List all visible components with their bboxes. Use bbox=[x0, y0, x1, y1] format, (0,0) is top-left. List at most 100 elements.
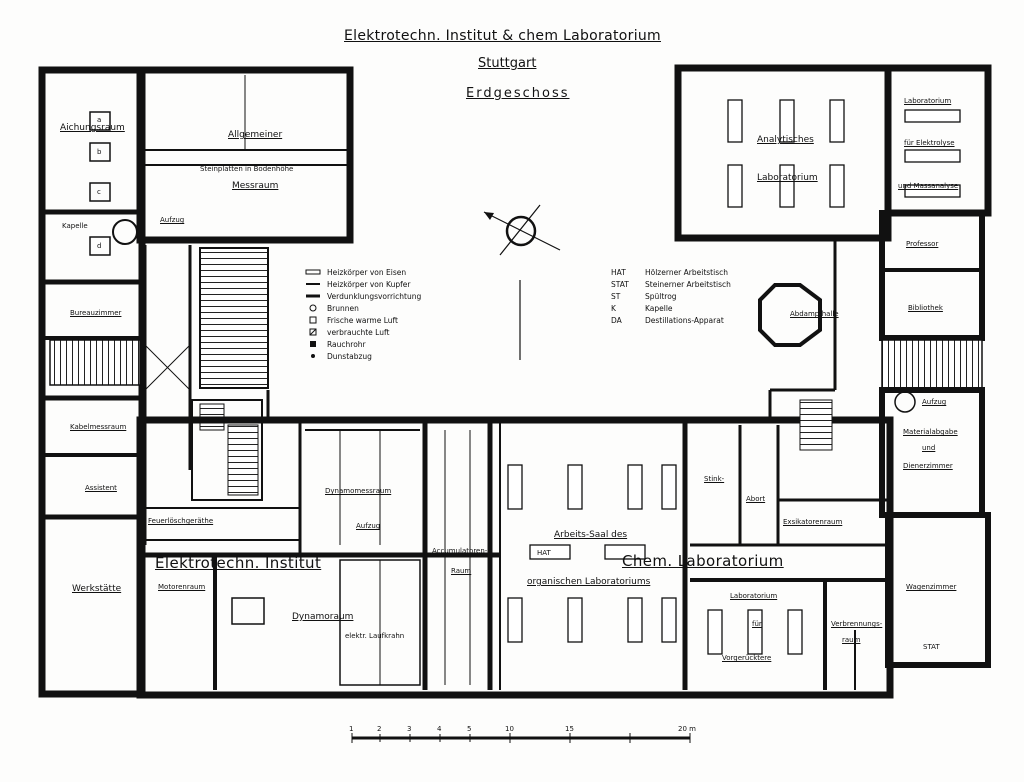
legend-text: Dunstabzug bbox=[327, 351, 372, 361]
legend-text: Brunnen bbox=[327, 303, 359, 313]
legend-row: Rauchrohr bbox=[305, 338, 421, 350]
heater-iron-icon bbox=[305, 268, 321, 276]
room-aichungsraum: Aichungsraum bbox=[60, 123, 125, 133]
scale-tick-label: 15 bbox=[565, 725, 574, 733]
legend-abbr: HAT bbox=[611, 267, 626, 277]
fountain-icon bbox=[305, 304, 321, 312]
room-aufzug-3: Aufzug bbox=[922, 398, 947, 406]
mark-b: b bbox=[97, 148, 102, 156]
legend-text: Destillations-Apparat bbox=[645, 315, 724, 325]
mark-hat: HAT bbox=[537, 549, 551, 557]
flue-icon bbox=[305, 340, 321, 348]
legend-text: Verdunklungsvorrichtung bbox=[327, 291, 422, 301]
left-wing bbox=[38, 66, 354, 698]
legend-text: Rauchrohr bbox=[327, 339, 366, 349]
scale-tick-label: 3 bbox=[407, 725, 412, 733]
legend-text: Heizkörper von Kupfer bbox=[327, 279, 411, 289]
room-aufzug-1: Aufzug bbox=[160, 216, 185, 224]
plan-city: Stuttgart bbox=[478, 56, 537, 71]
room-akku-1: Accumulatoren- bbox=[432, 547, 488, 555]
legend-text: Hölzerner Arbeitstisch bbox=[645, 267, 728, 277]
room-feuerloeschgeraethe: Feuerlöschgeräthe bbox=[148, 517, 214, 525]
plan-floor: Erdgeschoss bbox=[466, 86, 570, 101]
room-akku-2: Raum bbox=[451, 567, 472, 575]
room-dynamoraum: Dynamoraum bbox=[292, 612, 354, 622]
legend-symbols: Heizkörper von Eisen Heizkörper von Kupf… bbox=[305, 266, 421, 362]
vapour-flue-icon bbox=[305, 352, 321, 360]
legend-abbr: ST bbox=[611, 291, 621, 301]
legend-row: Verdunklungsvorrichtung bbox=[305, 290, 421, 302]
legend-abbr: DA bbox=[611, 315, 622, 325]
legend-text: verbrauchte Luft bbox=[327, 327, 390, 337]
room-werkstaette: Werkstätte bbox=[72, 584, 122, 594]
room-abort: Abort bbox=[746, 495, 766, 503]
scale-tick-label: 5 bbox=[467, 725, 472, 733]
scale-tick-label: 1 bbox=[349, 725, 354, 733]
room-allgemeiner: Allgemeiner bbox=[228, 130, 283, 140]
note-steinplatten: Steinplatten in Bodenhöhe bbox=[200, 165, 294, 173]
heater-copper-icon bbox=[305, 280, 321, 288]
legend-row: STAT Steinerner Arbeitstisch bbox=[611, 278, 731, 290]
room-laufkrahn: elektr. Laufkrahn bbox=[345, 632, 405, 640]
legend-text: Frische warme Luft bbox=[327, 315, 398, 325]
room-arbeitssaal-1: Arbeits-Saal des bbox=[554, 530, 628, 540]
mark-a: a bbox=[97, 116, 102, 124]
plan-title: Elektrotechn. Institut & chem Laboratori… bbox=[344, 28, 661, 44]
scale-tick-label: 10 bbox=[505, 725, 514, 733]
left-stair-landing bbox=[49, 339, 141, 386]
legend-text: Steinerner Arbeitstisch bbox=[645, 279, 731, 289]
room-labvorg-2: für bbox=[752, 620, 762, 628]
room-abdampfhalle: Abdampfhalle bbox=[790, 310, 839, 318]
room-motorenraum: Motorenraum bbox=[158, 583, 206, 591]
legend-text: Kapelle bbox=[645, 303, 673, 313]
legend-row: DA Destillations-Apparat bbox=[611, 314, 731, 326]
scale-bar bbox=[351, 733, 691, 743]
room-kabelmessraum: Kabelmessraum bbox=[70, 423, 127, 431]
ventilation-icon bbox=[305, 292, 321, 300]
room-materialabgabe-2: und bbox=[922, 444, 936, 452]
legend-row: ST Spültrog bbox=[611, 290, 731, 302]
section-elektro: Elektrotechn. Institut bbox=[155, 554, 322, 572]
room-messraum: Messraum bbox=[232, 181, 279, 191]
legend-row: Brunnen bbox=[305, 302, 421, 314]
room-labelektro-2: für Elektrolyse bbox=[904, 139, 955, 147]
room-bibliothek: Bibliothek bbox=[908, 304, 943, 312]
legend-row: verbrauchte Luft bbox=[305, 326, 421, 338]
legend-row: Dunstabzug bbox=[305, 350, 421, 362]
legend-row: Frische warme Luft bbox=[305, 314, 421, 326]
room-arbeitssaal-2: organischen Laboratoriums bbox=[527, 577, 651, 587]
legend-row: HAT Hölzerner Arbeitstisch bbox=[611, 266, 731, 278]
lab-benches bbox=[507, 464, 803, 655]
fresh-air-icon bbox=[305, 316, 321, 324]
room-labvorg-3: Vorgerücktere bbox=[722, 654, 772, 662]
legend-abbr: STAT bbox=[611, 279, 629, 289]
room-stinkraum: Stink- bbox=[704, 475, 725, 483]
room-analyt-2: Laboratorium bbox=[757, 173, 818, 183]
legend-row: Heizkörper von Eisen bbox=[305, 266, 421, 278]
room-materialabgabe-3: Dienerzimmer bbox=[903, 462, 953, 470]
room-verbrennungsraum-1: Verbrennungs- bbox=[831, 620, 883, 628]
mark-c: c bbox=[97, 188, 101, 196]
analytical-lab bbox=[674, 64, 892, 242]
mark-stat: STAT bbox=[923, 643, 940, 651]
room-materialabgabe-1: Materialabgabe bbox=[903, 428, 958, 436]
left-wing-outline bbox=[38, 66, 146, 698]
room-labelektro-1: Laboratorium bbox=[904, 97, 952, 105]
room-labelektro-3: und Massanalyse bbox=[898, 182, 959, 190]
room-analyt-1: Analytisches bbox=[757, 135, 814, 145]
scale-tick-label: 4 bbox=[437, 725, 442, 733]
legend-row: Heizkörper von Kupfer bbox=[305, 278, 421, 290]
scale-tick-label: 20 m bbox=[678, 725, 696, 733]
room-aufzug-2: Aufzug bbox=[356, 522, 381, 530]
legend-abbr: K bbox=[611, 303, 616, 313]
legend-text: Heizkörper von Eisen bbox=[327, 267, 407, 277]
room-verbrennungsraum-2: raum bbox=[842, 636, 861, 644]
legend-text: Spültrog bbox=[645, 291, 677, 301]
used-air-icon bbox=[305, 328, 321, 336]
room-wagenzimmer: Wagenzimmer bbox=[906, 583, 957, 591]
scale-tick-label: 2 bbox=[377, 725, 382, 733]
legend-row: K Kapelle bbox=[611, 302, 731, 314]
messraum-block bbox=[136, 66, 354, 244]
mark-d: d bbox=[97, 242, 102, 250]
